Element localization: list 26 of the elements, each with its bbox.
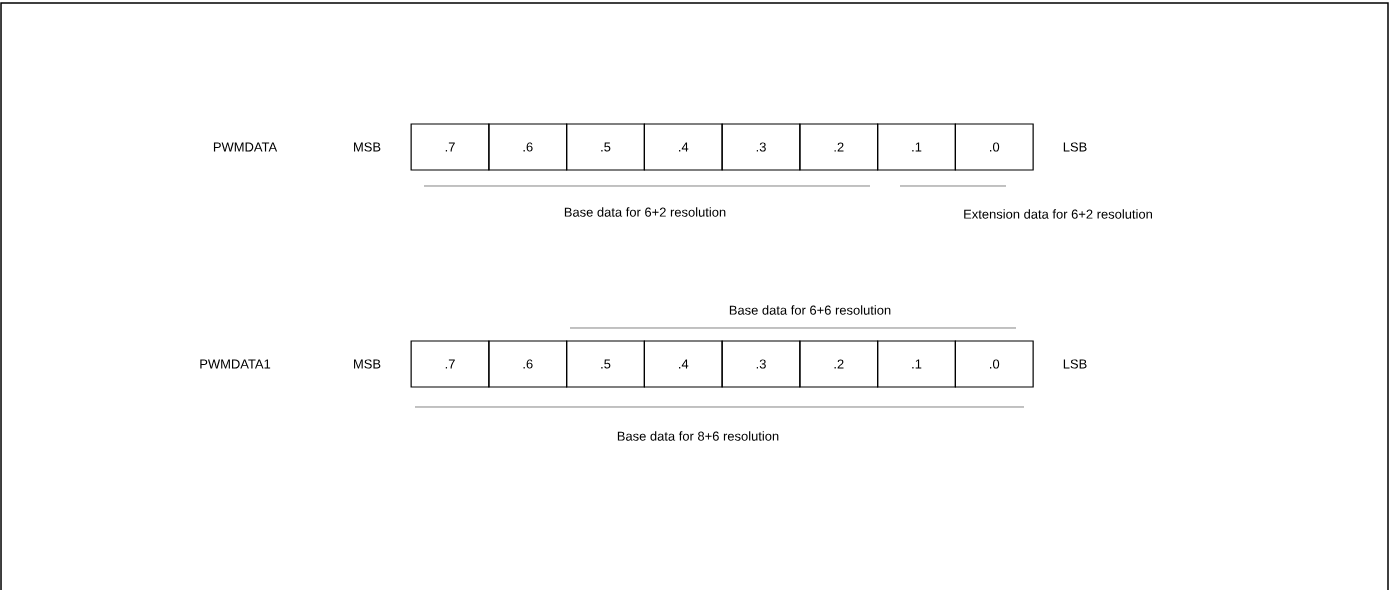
bit-cell: .3 <box>721 123 801 171</box>
label: Base data for 6+2 resolution <box>564 207 726 217</box>
bit-cell: .2 <box>799 123 879 171</box>
label: MSB <box>354 359 381 369</box>
bit-cell: .6 <box>488 340 568 388</box>
bit-cell: .7 <box>410 123 490 171</box>
label: PWMDATA <box>213 142 278 152</box>
bit-cell: .0 <box>954 123 1034 171</box>
bit-cell: .4 <box>643 340 723 388</box>
bit-cell: .3 <box>721 340 801 388</box>
label: LSB <box>1063 359 1087 369</box>
label: Extension data for 6+2 resolution <box>964 209 1152 219</box>
bit-cell: .1 <box>877 123 956 171</box>
label: Base data for 8+6 resolution <box>617 431 779 441</box>
bit-cell: .5 <box>566 340 645 388</box>
bit-cell: .0 <box>954 340 1034 388</box>
bit-cell: .5 <box>566 123 645 171</box>
label: LSB <box>1063 142 1087 152</box>
label: MSB <box>354 142 381 152</box>
bit-cell: .7 <box>410 340 490 388</box>
bit-cell: .2 <box>799 340 879 388</box>
label: PWMDATA1 <box>200 359 271 369</box>
bit-cell: .1 <box>877 340 956 388</box>
bit-cell: .4 <box>643 123 723 171</box>
bit-cell: .6 <box>488 123 568 171</box>
label: Base data for 6+6 resolution <box>729 305 891 315</box>
